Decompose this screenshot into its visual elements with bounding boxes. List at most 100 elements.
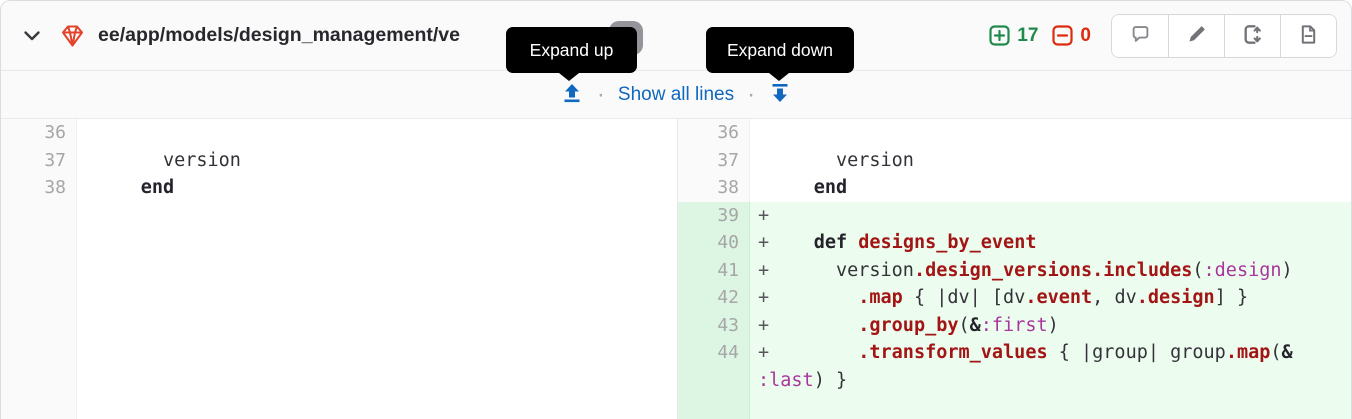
new-line-number[interactable]: 44: [678, 339, 750, 419]
code-token: [769, 232, 814, 253]
new-line-code: version: [750, 146, 1351, 174]
expand-down-button[interactable]: [768, 81, 792, 108]
code-token: [769, 287, 858, 308]
new-line-code: end: [750, 174, 1351, 202]
edit-button[interactable]: [1168, 14, 1224, 57]
view-file-button[interactable]: [1280, 14, 1336, 57]
new-line-code: + .transform_values { |group| group.map(…: [750, 339, 1351, 419]
old-line-number[interactable]: [1, 284, 77, 312]
diff-row: 44+ .transform_values { |group| group.ma…: [1, 339, 1351, 419]
diff-marker: +: [758, 314, 770, 336]
new-line-number[interactable]: 39: [678, 201, 750, 229]
code-token: (: [1270, 342, 1282, 363]
diff-marker: [758, 122, 769, 143]
old-line-code: [77, 311, 678, 339]
expand-up-icon: [560, 81, 584, 108]
old-line-code: [77, 201, 678, 229]
old-line-number[interactable]: [1, 339, 77, 419]
new-line-number[interactable]: 42: [678, 284, 750, 312]
new-line-code: + .map { |dv| [dv.event, dv.design] }: [750, 284, 1351, 312]
old-line-code: [77, 256, 678, 284]
code-token: end: [140, 177, 175, 198]
additions-icon: [989, 25, 1010, 46]
code-token: .map: [858, 287, 903, 308]
code-token: &: [969, 314, 981, 336]
diff-marker: +: [758, 342, 770, 363]
code-token: version: [769, 149, 914, 171]
diff-row: 43+ .group_by(&:first): [1, 311, 1351, 339]
old-line-code: version: [77, 146, 678, 174]
diff-marker: +: [758, 232, 770, 253]
tooltip-arrow: [769, 73, 789, 81]
diff-marker: +: [758, 259, 770, 281]
new-line-code: +: [750, 201, 1351, 229]
file-path[interactable]: ee/app/models/design_management/ve: [98, 24, 460, 46]
new-line-number[interactable]: 37: [678, 146, 750, 174]
diff-row: 42+ .map { |dv| [dv.event, dv.design] }: [1, 284, 1351, 312]
old-line-number[interactable]: [1, 201, 77, 229]
code-token: , dv: [1092, 287, 1137, 308]
new-line-number[interactable]: 40: [678, 229, 750, 257]
chevron-down-icon[interactable]: [23, 30, 41, 42]
new-line-code: + version.design_versions.includes(:desi…: [750, 256, 1351, 284]
diff-marker: +: [758, 287, 770, 308]
old-line-number[interactable]: 38: [1, 174, 77, 202]
diff-row: 41+ version.design_versions.includes(:de…: [1, 256, 1351, 284]
code-token: .event: [1025, 287, 1093, 308]
diff-marker: [85, 177, 96, 198]
code-token: ): [1281, 259, 1293, 281]
separator-dot: ·: [596, 80, 605, 108]
show-all-lines-link[interactable]: Show all lines: [617, 83, 735, 105]
old-line-number[interactable]: 37: [1, 146, 77, 174]
old-line-code: [77, 284, 678, 312]
old-line-code: [77, 229, 678, 257]
old-line-number[interactable]: [1, 229, 77, 257]
old-line-code: end: [77, 174, 678, 202]
code-token: end: [813, 177, 848, 198]
diff-row: 40+ def designs_by_event: [1, 229, 1351, 257]
comment-button[interactable]: [1112, 14, 1168, 57]
document-icon: [1299, 24, 1318, 48]
expand-up-button[interactable]: [560, 81, 584, 108]
new-line-number[interactable]: 36: [678, 119, 750, 147]
code-token: { |group| group: [1047, 342, 1226, 363]
new-line-code: [750, 119, 1351, 147]
old-line-code: [77, 119, 678, 147]
old-line-number[interactable]: [1, 311, 77, 339]
code-token: .transform_values: [858, 342, 1048, 363]
code-token: [769, 177, 814, 198]
code-token: ): [1047, 314, 1059, 336]
diff-row: 39+: [1, 201, 1351, 229]
code-token: version: [96, 149, 241, 171]
code-token: version: [769, 259, 914, 281]
new-line-number[interactable]: 41: [678, 256, 750, 284]
code-token: .design: [1136, 287, 1215, 308]
code-token: (: [958, 314, 970, 336]
new-line-number[interactable]: 43: [678, 311, 750, 339]
compare-button[interactable]: [1224, 14, 1280, 57]
code-token: [769, 342, 858, 363]
code-token: { |dv| [dv: [902, 287, 1026, 308]
new-line-code: + .group_by(&:first): [750, 311, 1351, 339]
new-line-number[interactable]: 38: [678, 174, 750, 202]
code-token: def: [813, 232, 848, 253]
code-token: ) }: [813, 369, 848, 391]
old-line-number[interactable]: [1, 256, 77, 284]
expand-bar: · Show all lines ·: [1, 71, 1351, 119]
code-token: [769, 315, 858, 336]
new-line-code: + def designs_by_event: [750, 229, 1351, 257]
diff-marker: [758, 150, 769, 171]
diff-marker: [758, 177, 769, 198]
deletions-icon: [1052, 25, 1074, 46]
old-line-number[interactable]: 36: [1, 119, 77, 147]
deletions-count: 0: [1080, 24, 1091, 46]
diff-row: 36 36: [1, 119, 1351, 147]
diff-marker: [85, 122, 96, 143]
file-actions: [1111, 13, 1337, 58]
tooltip-expand-down: Expand down: [706, 27, 854, 81]
diff-marker: [85, 150, 96, 171]
diff-row: 37 version 37 version: [1, 146, 1351, 174]
old-line-code: [77, 339, 678, 419]
code-token: [847, 232, 858, 253]
